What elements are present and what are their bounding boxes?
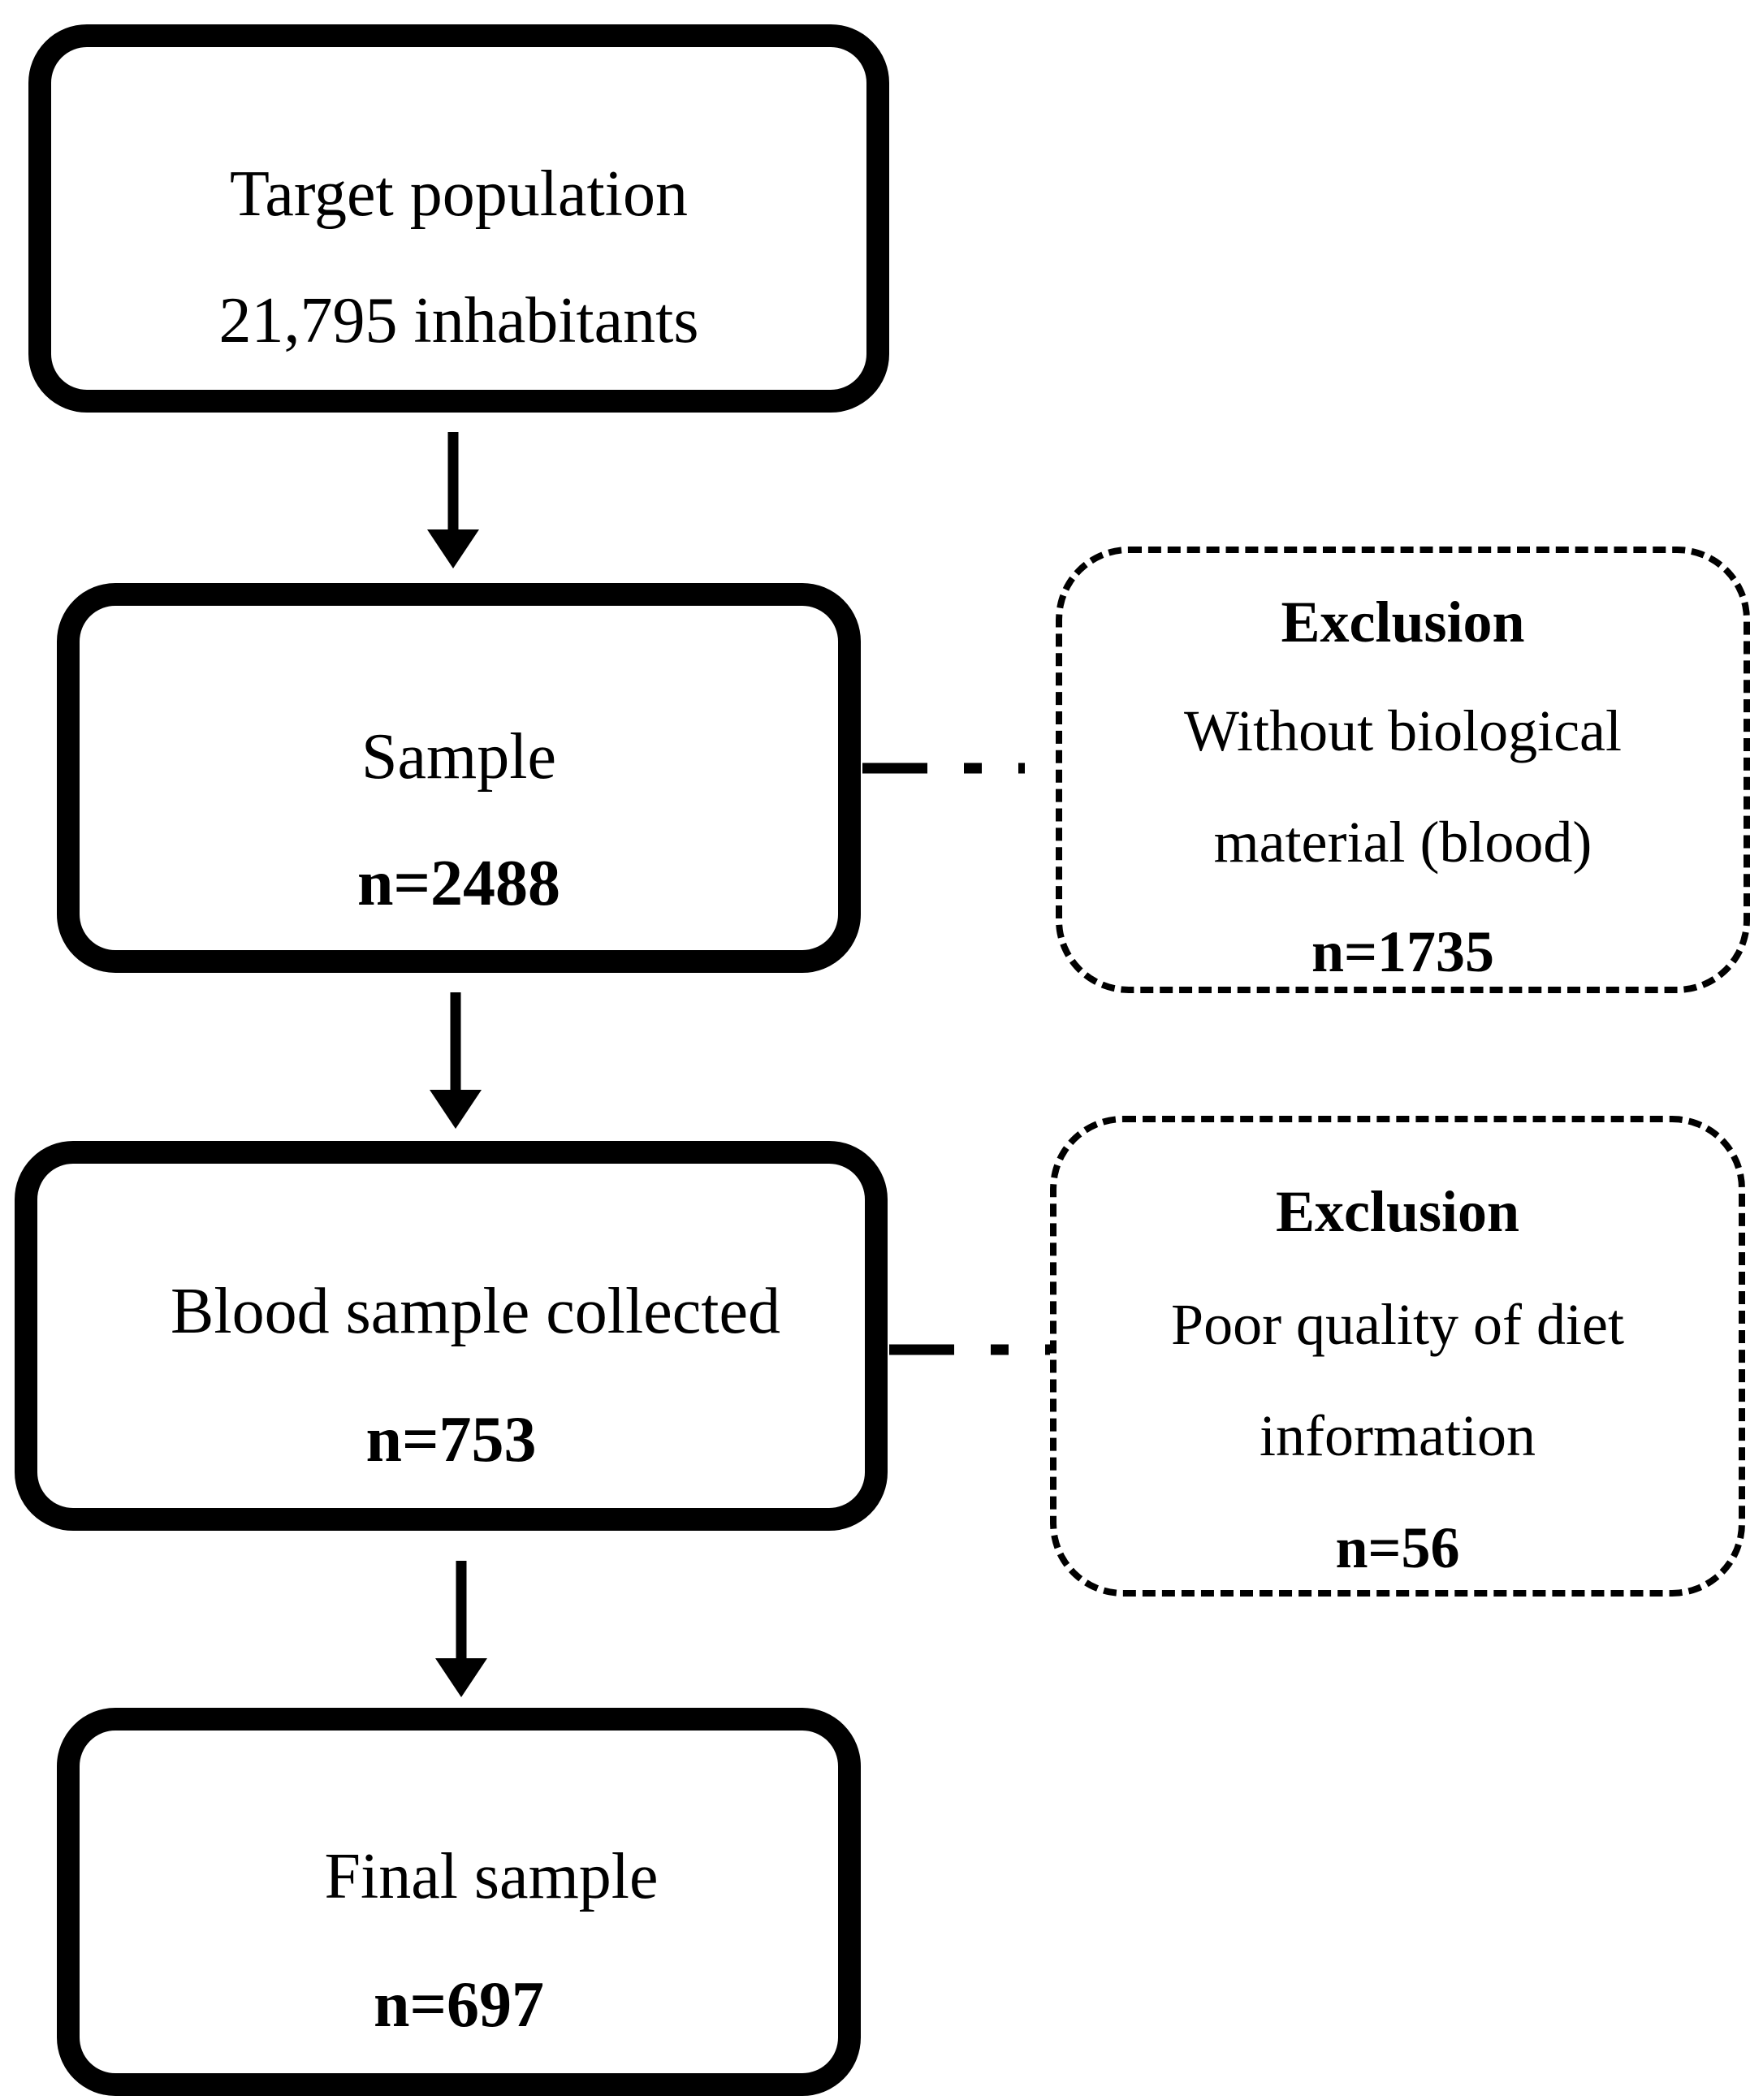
arrow-target-to-sample	[427, 432, 479, 568]
sample-label: Sample	[361, 721, 556, 793]
target-population-box: Target population 21,795 inhabitants	[28, 24, 889, 413]
final-sample-count: n=697	[373, 1969, 545, 2041]
exclusion-1-reason-line1: Without biological	[1183, 698, 1622, 763]
exclusion-box-2: Exclusion Poor quality of diet informati…	[1050, 1116, 1745, 1597]
target-population-count: 21,795 inhabitants	[218, 285, 699, 356]
exclusion-1-reason-line2: material (blood)	[1213, 810, 1592, 875]
blood-sample-count: n=753	[365, 1404, 537, 1476]
exclusion-box-1: Exclusion Without biological material (b…	[1056, 547, 1750, 993]
exclusion-2-reason-line2: information	[1260, 1403, 1536, 1468]
exclusion-1-count: n=1735	[1311, 919, 1495, 984]
exclusion-1-title: Exclusion	[1281, 590, 1525, 655]
exclusion-2-reason-line1: Poor quality of diet	[1171, 1292, 1624, 1357]
sample-count: n=2488	[356, 848, 561, 919]
blood-sample-label: Blood sample collected	[171, 1276, 780, 1347]
arrow-sample-to-blood	[430, 992, 482, 1129]
exclusion-2-count: n=56	[1335, 1515, 1460, 1580]
exclusion-2-title: Exclusion	[1275, 1179, 1520, 1244]
arrow-blood-to-final	[435, 1561, 487, 1697]
final-sample-label: Final sample	[324, 1841, 659, 1912]
blood-sample-box: Blood sample collected n=753	[15, 1141, 888, 1531]
sample-box: Sample n=2488	[57, 583, 861, 973]
final-sample-box: Final sample n=697	[57, 1708, 861, 2096]
target-population-label: Target population	[230, 158, 688, 230]
